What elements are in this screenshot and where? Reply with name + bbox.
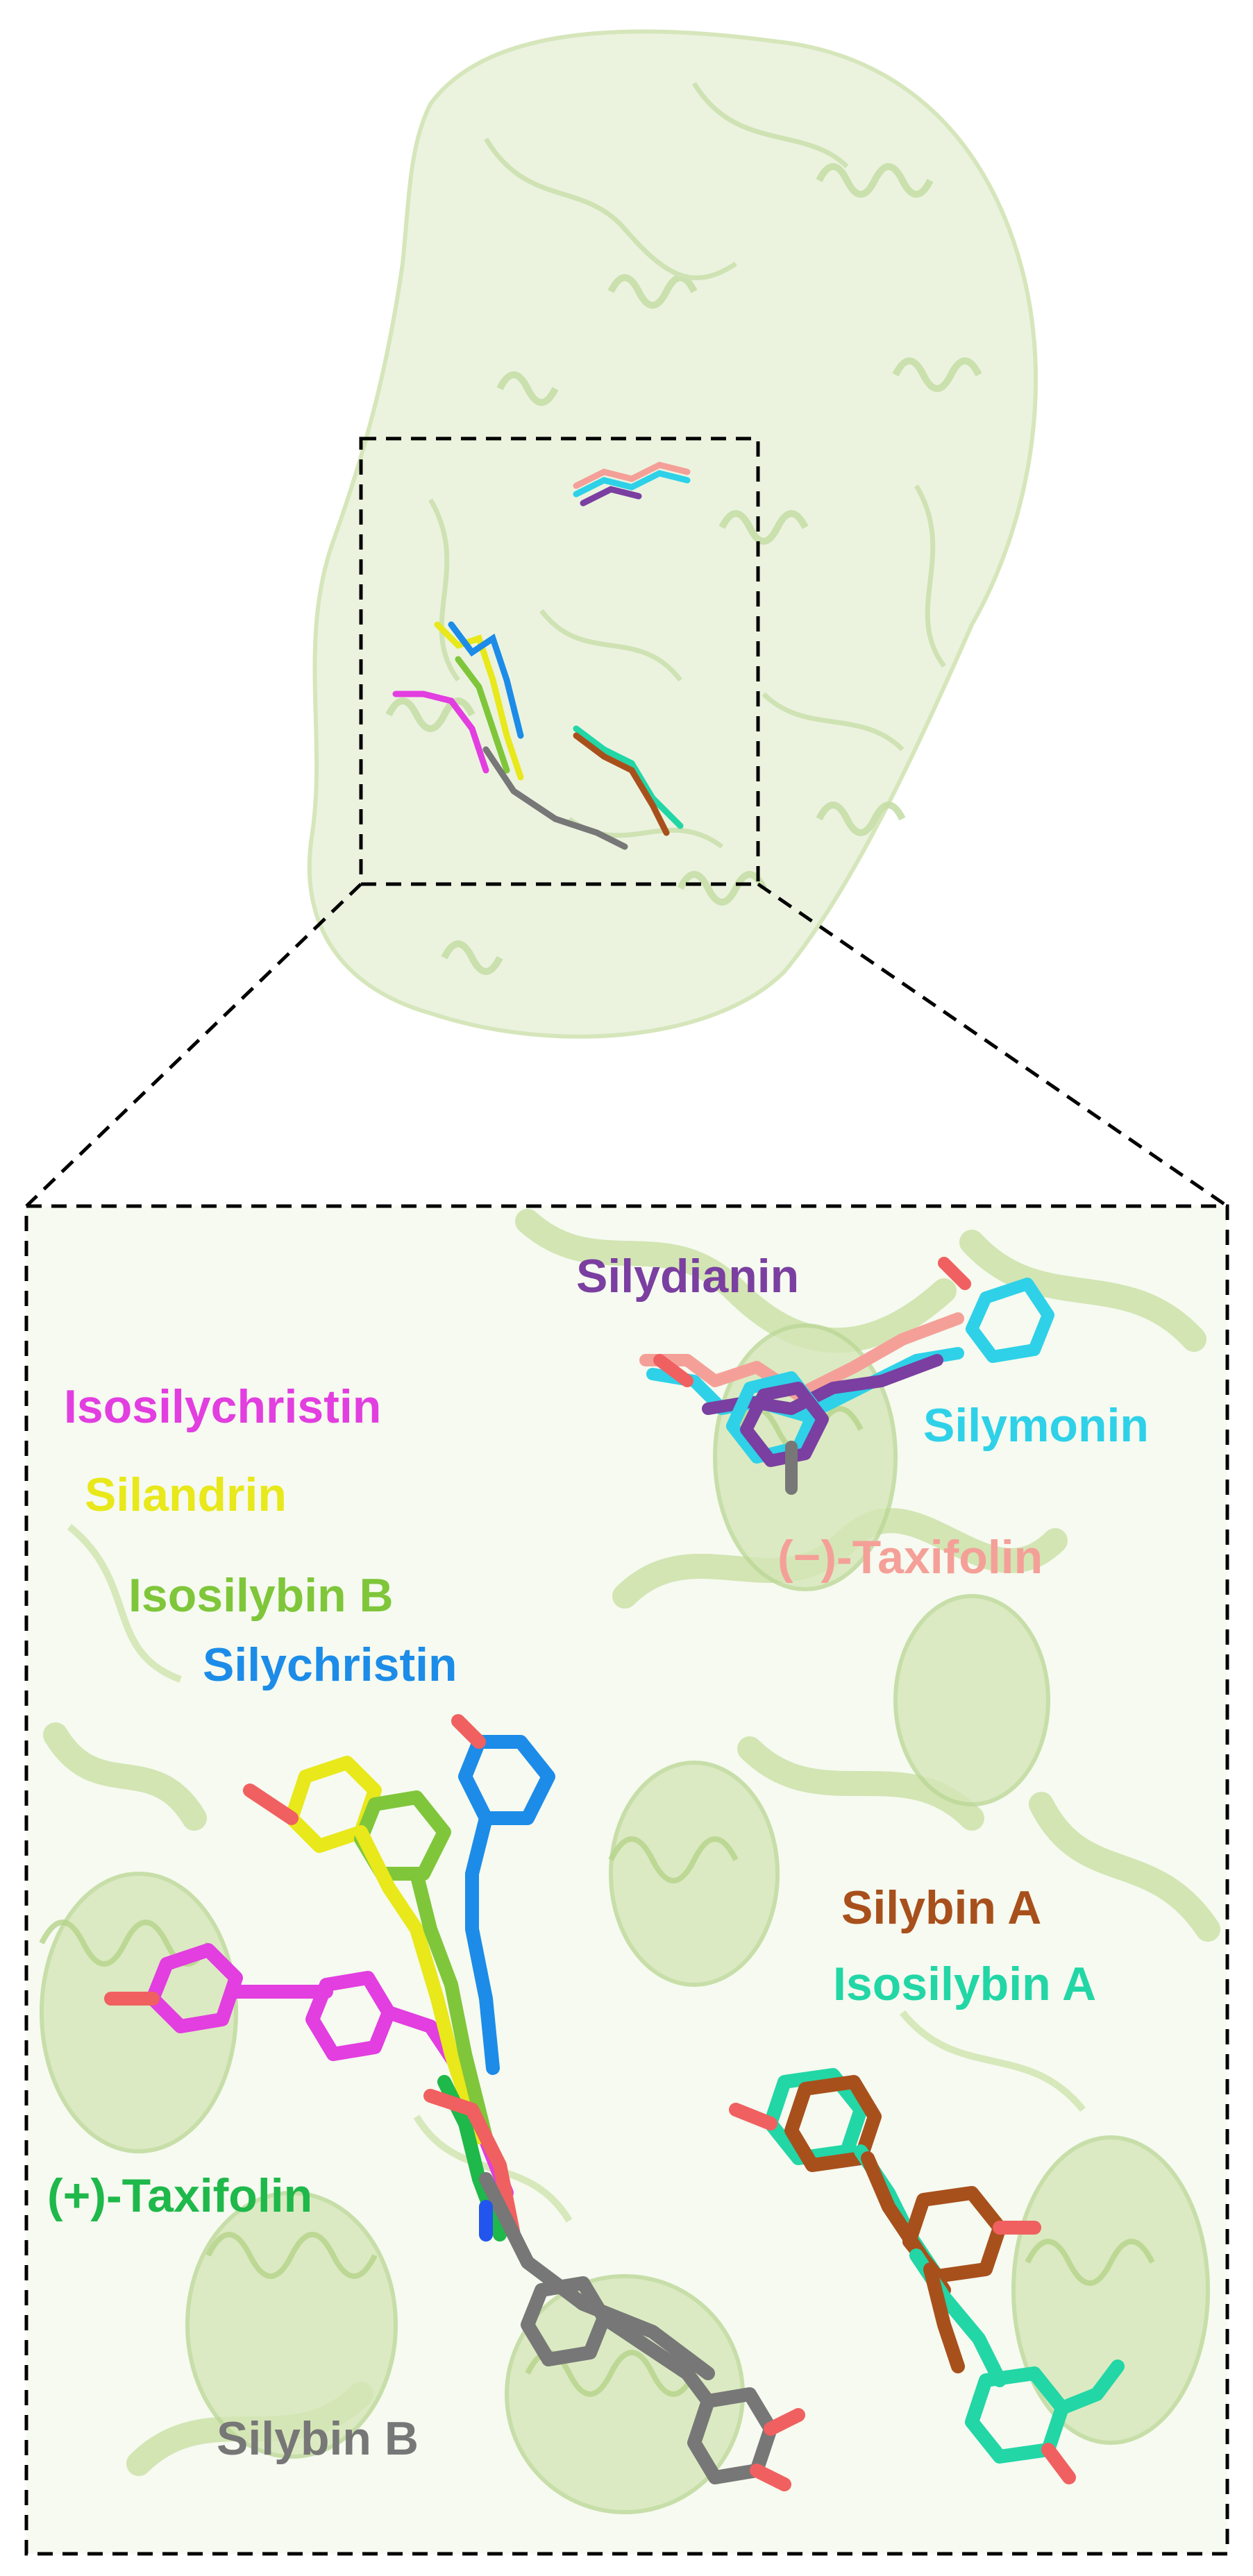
zoom-region-box xyxy=(359,437,760,886)
ligand-sticks-zoom xyxy=(104,1257,1125,2491)
label-silandrin: Silandrin xyxy=(85,1468,287,1521)
label-taxifolin-plus: (+)-Taxifolin xyxy=(47,2169,313,2222)
label-silydianin: Silydianin xyxy=(576,1250,800,1303)
label-silychristin: Silychristin xyxy=(203,1638,457,1691)
zoomed-view-box xyxy=(24,1204,1229,2556)
label-taxifolin-minus: (−)-Taxifolin xyxy=(777,1531,1043,1584)
zoom-connector-left xyxy=(25,883,362,1208)
label-silybin-b: Silybin B xyxy=(217,2412,419,2465)
label-silybin-a: Silybin A xyxy=(841,1881,1042,1934)
label-silymonin: Silymonin xyxy=(923,1399,1149,1452)
label-isosilybin-b: Isosilybin B xyxy=(128,1569,394,1622)
protein-overview xyxy=(307,29,1038,1039)
label-isosilychristin: Isosilychristin xyxy=(64,1380,382,1433)
ligand-cluster-overview xyxy=(392,461,691,850)
zoom-connector-right xyxy=(757,882,1229,1208)
label-isosilybin-a: Isosilybin A xyxy=(833,1958,1097,2010)
